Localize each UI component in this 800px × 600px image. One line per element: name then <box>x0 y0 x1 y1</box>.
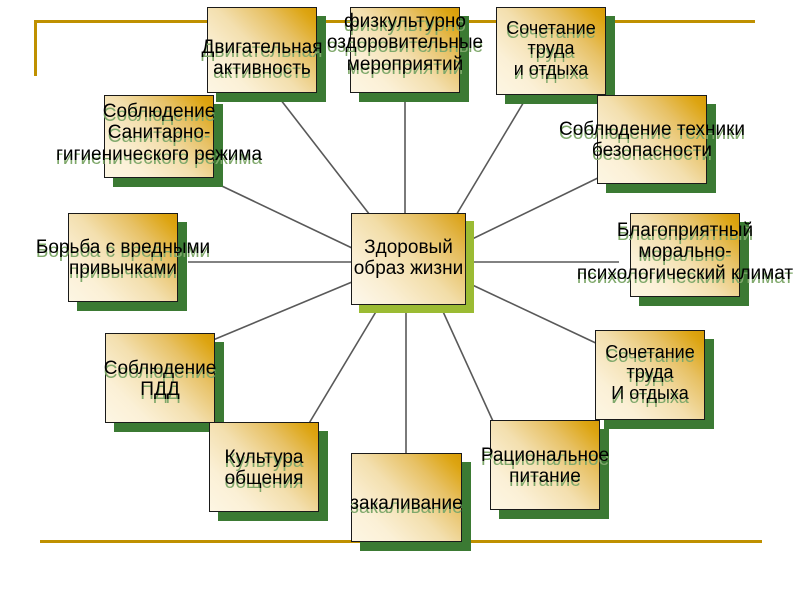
node-kultura-obshcheniya[interactable]: Культура общения Культура общения <box>209 422 328 521</box>
link-to-racionalnoe-pitanie <box>439 304 498 431</box>
node-soblyudenie-pdd[interactable]: Соблюдение ПДД Соблюдение ПДД <box>104 333 224 432</box>
node-dvigatelnaya-aktivnost[interactable]: Двигательная активность Двигательная акт… <box>202 7 326 102</box>
node-zakalivanie[interactable]: закаливание закаливание <box>350 453 471 551</box>
node-sochetanie-truda-i-otdyha-right[interactable]: Сочетание труда И отдыха Сочетание труда… <box>595 330 714 429</box>
node-box <box>595 330 705 420</box>
node-box <box>207 7 317 93</box>
node-box <box>597 95 707 184</box>
link-to-sochetanie-truda-i-otdyha-top <box>451 94 529 223</box>
decorative-left-rule <box>34 20 37 76</box>
node-tehnika-bezopasnosti[interactable]: Соблюдение техники безопасности Соблюден… <box>559 95 745 193</box>
node-fizkulturno-ozdorovitelnye[interactable]: физкультурно оздоровительные мероприятий… <box>327 7 483 102</box>
node-sochetanie-truda-i-otdyha-top[interactable]: Сочетание труда и отдыха Сочетание труда… <box>496 7 615 104</box>
link-to-sanitarno-gigienicheskiy-rezhim <box>204 177 353 249</box>
node-box <box>104 95 214 178</box>
node-racionalnoe-pitanie[interactable]: Рациональное питание Рациональное питани… <box>481 420 609 519</box>
link-to-soblyudenie-pdd <box>212 281 353 341</box>
node-zdorovyy-obraz-zhizni[interactable]: Здоровый образ жизни <box>351 213 474 313</box>
link-to-dvigatelnaya-aktivnost <box>276 94 381 229</box>
node-box <box>350 7 460 93</box>
link-to-sochetanie-truda-i-otdyha-right <box>465 281 601 346</box>
node-box <box>68 213 178 302</box>
node-box <box>351 453 462 542</box>
link-to-tehnika-bezopasnosti <box>465 174 605 243</box>
node-sanitarno-gigienicheskiy-rezhim[interactable]: Соблюдение Санитарно- гигиенического реж… <box>56 95 262 187</box>
link-to-kultura-obshcheniya <box>304 304 381 431</box>
node-box <box>105 333 215 423</box>
node-box <box>490 420 600 510</box>
node-box <box>496 7 606 95</box>
node-moralno-psihologicheskiy-klimat[interactable]: Благоприятный морально- психологический … <box>577 213 793 306</box>
node-box <box>351 213 466 305</box>
node-borba-s-vrednymi-privychkami[interactable]: Борьба с вредными привычками Борьба с вр… <box>36 213 210 311</box>
node-box <box>630 213 740 297</box>
node-box <box>209 422 319 512</box>
